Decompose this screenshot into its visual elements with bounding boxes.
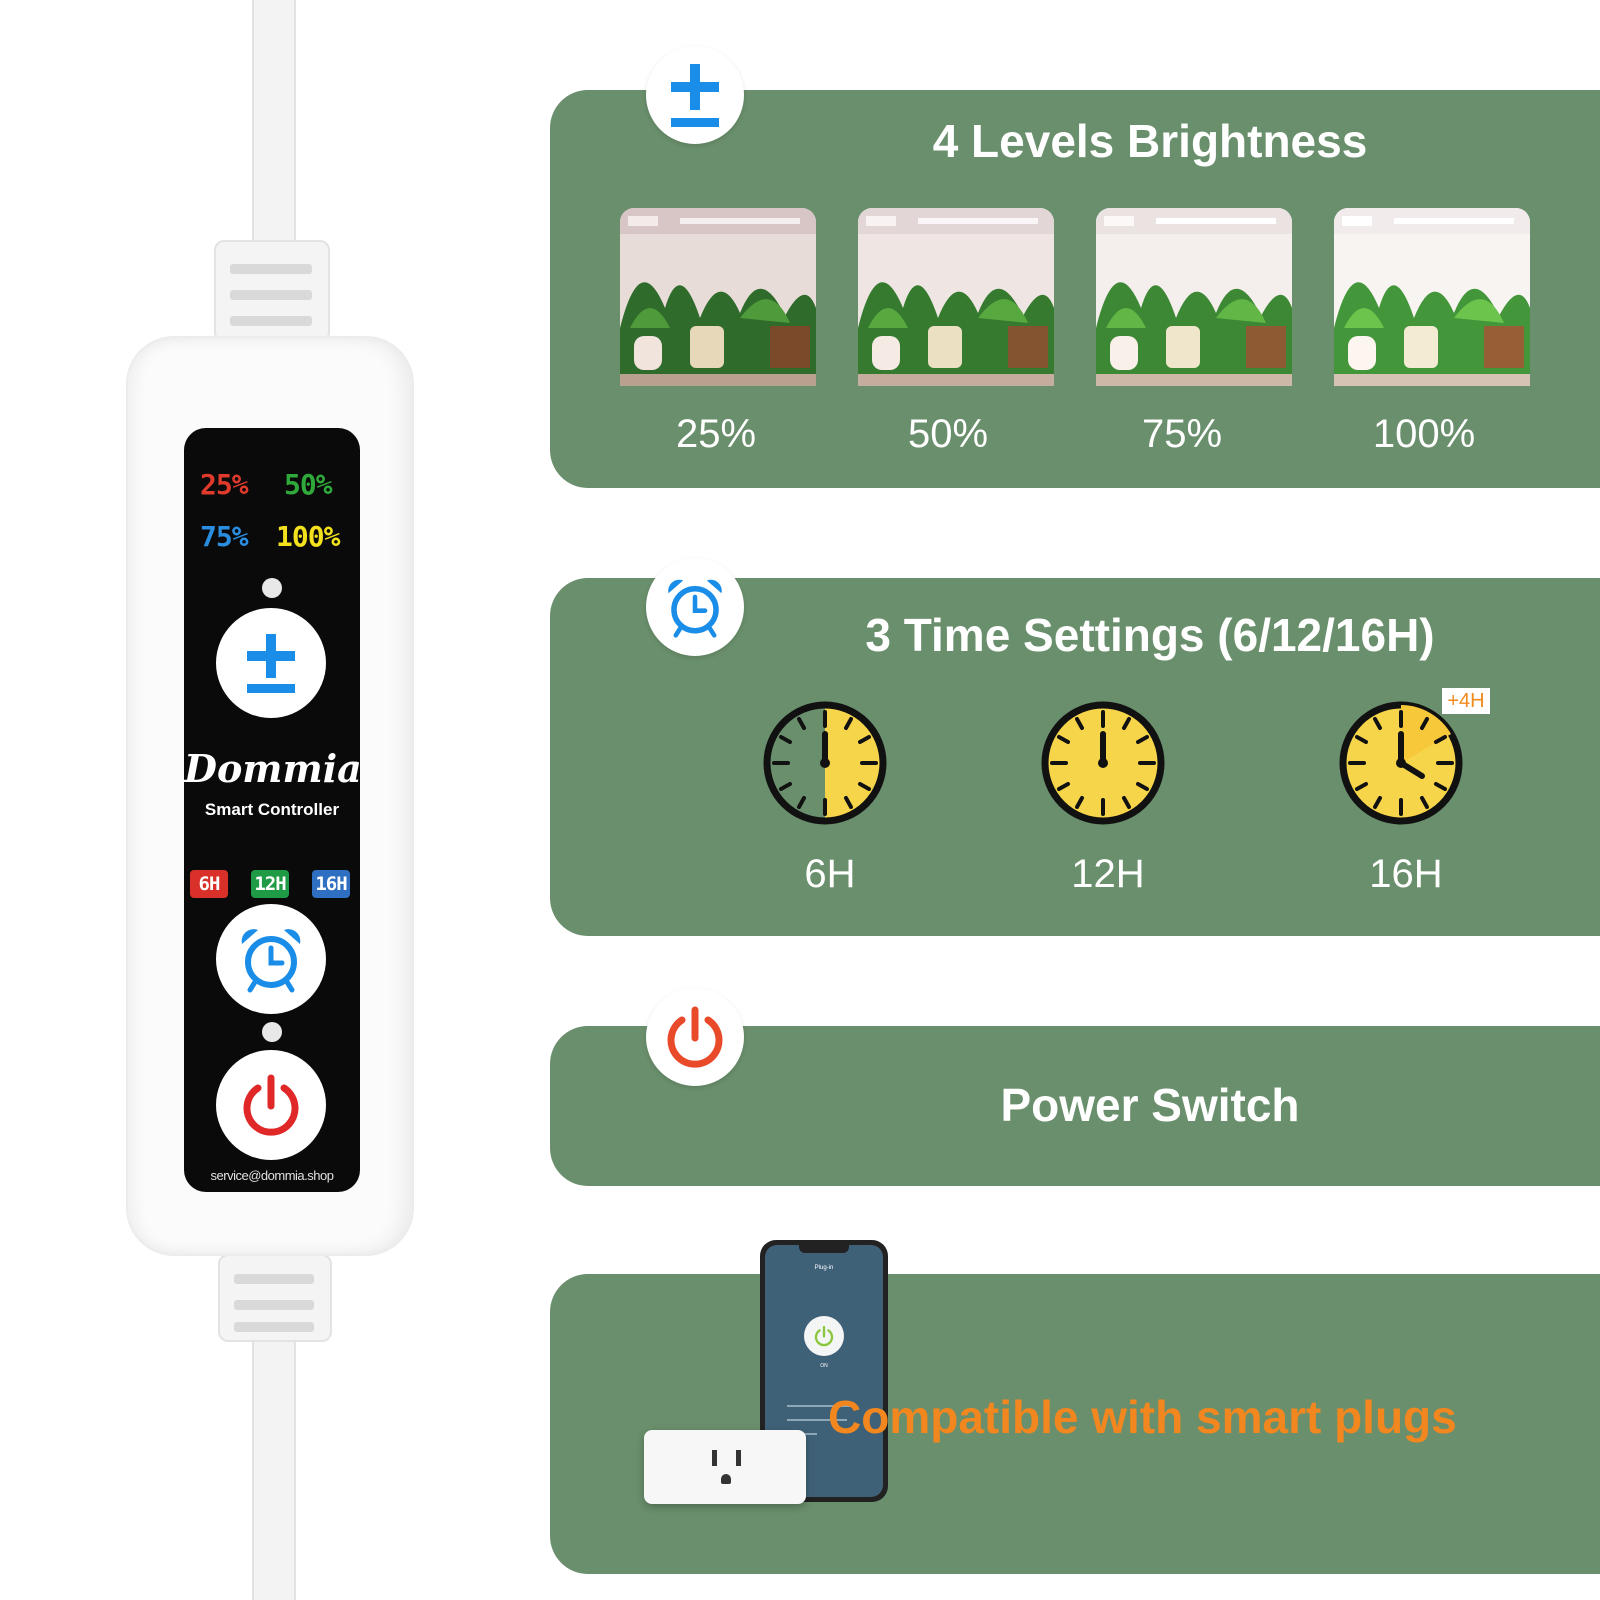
brightness-icon-bubble: [646, 46, 744, 144]
smart-plug-compatibility-text: Compatible with smart plugs: [828, 1391, 1457, 1443]
power-icon-bubble: [646, 988, 744, 1086]
phone-notch: [799, 1245, 849, 1253]
plug-ground-hole: [721, 1474, 731, 1484]
power-button[interactable]: [216, 1050, 326, 1160]
clock-12h-icon: [1041, 701, 1165, 825]
brightness-level-50: 50%: [907, 412, 989, 456]
power-cable-top: [252, 0, 296, 250]
level-label-75: 75%: [200, 520, 249, 553]
time-label-12h: 12H: [1071, 852, 1145, 896]
level-label-100: 100%: [276, 520, 340, 553]
power-cable-bottom: [252, 1330, 296, 1600]
brightness-button[interactable]: [216, 608, 326, 718]
brightness-photo-75: [1096, 208, 1292, 386]
brightness-photo-100: [1334, 208, 1530, 386]
strain-relief-top: [214, 240, 330, 342]
extra-hours-badge: +4H: [1442, 688, 1490, 714]
plus-minus-icon: [247, 634, 295, 693]
brightness-level-25: 25%: [675, 412, 757, 456]
strain-relief-bottom: [218, 1254, 332, 1342]
clock-6h-icon: [763, 701, 887, 825]
timer-button[interactable]: [216, 904, 326, 1014]
power-icon: [667, 1006, 723, 1068]
clock-16h-icon: [1339, 701, 1463, 825]
brightness-photo-25: [620, 208, 816, 386]
time-label-6h: 6H: [804, 852, 856, 896]
level-label-50: 50%: [284, 468, 333, 501]
brightness-indicator-led: [262, 578, 282, 598]
brightness-title: 4 Levels Brightness: [932, 115, 1368, 167]
plug-slot-right: [736, 1450, 741, 1466]
timer-icon-bubble: [646, 558, 744, 656]
alarm-clock-icon: [241, 929, 301, 993]
brightness-level-75: 75%: [1141, 412, 1223, 456]
timer-indicator-led: [262, 1022, 282, 1042]
power-title: Power Switch: [1000, 1079, 1300, 1131]
phone-app-title: Plug-in: [814, 1265, 834, 1271]
brightness-level-100: 100%: [1372, 412, 1476, 456]
smart-plug-card: [550, 1274, 1600, 1574]
smart-plug-device: [644, 1430, 806, 1504]
timer-badge-16h: 16H: [312, 870, 350, 898]
plug-slot-left: [712, 1450, 717, 1466]
timer-badge-12h: 12H: [251, 870, 289, 898]
brand-subtitle: Smart Controller: [204, 800, 340, 819]
phone-status-text: ON: [820, 1363, 828, 1369]
time-label-16h: 16H: [1369, 852, 1443, 896]
power-icon: [814, 1325, 834, 1347]
power-icon: [243, 1074, 299, 1136]
phone-power-toggle: [804, 1316, 844, 1356]
brand-logo: Dommia: [184, 746, 362, 791]
timer-badge-6h: 6H: [190, 870, 228, 898]
brightness-photo-50: [858, 208, 1054, 386]
alarm-clock-icon: [668, 579, 722, 638]
support-email: service@dommia.shop: [210, 1168, 334, 1183]
level-label-25: 25%: [200, 468, 249, 501]
phone-menu-line: [787, 1405, 857, 1407]
plus-minus-icon: [671, 64, 719, 127]
phone-menu-line: [787, 1419, 847, 1421]
time-settings-title: 3 Time Settings (6/12/16H): [865, 609, 1435, 661]
